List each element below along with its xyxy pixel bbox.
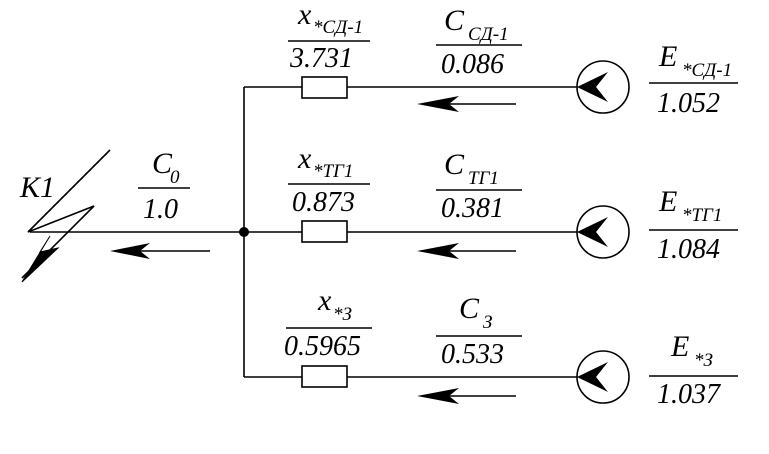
branch-sd1: x *СД-1 3.731 C СД-1 0.086 E *СД-1 1.052 [244, 0, 738, 119]
x-symbol: x [297, 0, 312, 31]
e-value: 1.037 [657, 379, 721, 410]
x-subscript: *ТГ1 [313, 161, 353, 182]
source-icon [576, 60, 630, 114]
e-subscript: *СД-1 [682, 60, 732, 81]
x-value: 0.873 [292, 187, 355, 218]
x-subscript: *СД-1 [313, 17, 363, 38]
e-symbol: E [658, 40, 677, 73]
e-value: 1.084 [657, 234, 720, 265]
resistor-icon [301, 76, 348, 99]
e-symbol: E [670, 330, 689, 363]
x-value: 3.731 [289, 43, 353, 74]
c-symbol: C [444, 148, 465, 181]
fault-label: K1 [19, 171, 55, 204]
x-symbol: x [317, 284, 332, 317]
trunk-symbol: C [152, 147, 173, 180]
resistor-icon [301, 365, 348, 388]
current-arrow-icon [417, 388, 516, 404]
x-value: 0.5965 [284, 331, 361, 362]
resistor-icon [301, 220, 348, 243]
source-icon [576, 350, 630, 404]
e-symbol: E [658, 185, 677, 218]
c-value: 0.381 [441, 193, 504, 224]
c-subscript: З [483, 312, 492, 333]
trunk-value: 1.0 [143, 194, 178, 225]
c-value: 0.533 [441, 339, 504, 370]
c-subscript: ТГ1 [468, 168, 499, 189]
x-subscript: *З [333, 304, 352, 325]
e-subscript: *З [694, 350, 713, 371]
x-symbol: x [297, 142, 312, 175]
trunk-arrow-icon [110, 243, 210, 259]
e-subscript: *ТГ1 [682, 205, 722, 226]
branch-z: x *З 0.5965 C З 0.533 E *З 1.037 [244, 284, 738, 410]
c-symbol: C [444, 4, 465, 37]
current-arrow-icon [417, 96, 516, 112]
c-value: 0.086 [441, 49, 504, 80]
c-subscript: СД-1 [468, 24, 509, 45]
c-symbol: C [459, 292, 480, 325]
source-icon [576, 205, 630, 259]
current-arrow-icon [417, 243, 516, 259]
trunk-coefficient: C 0 1.0 [138, 147, 190, 225]
trunk-subscript: 0 [170, 167, 180, 188]
branch-tg1: x *ТГ1 0.873 C ТГ1 0.381 E *ТГ1 1.084 [244, 142, 738, 265]
e-value: 1.052 [657, 88, 720, 119]
fault-symbol: K1 [19, 149, 111, 283]
